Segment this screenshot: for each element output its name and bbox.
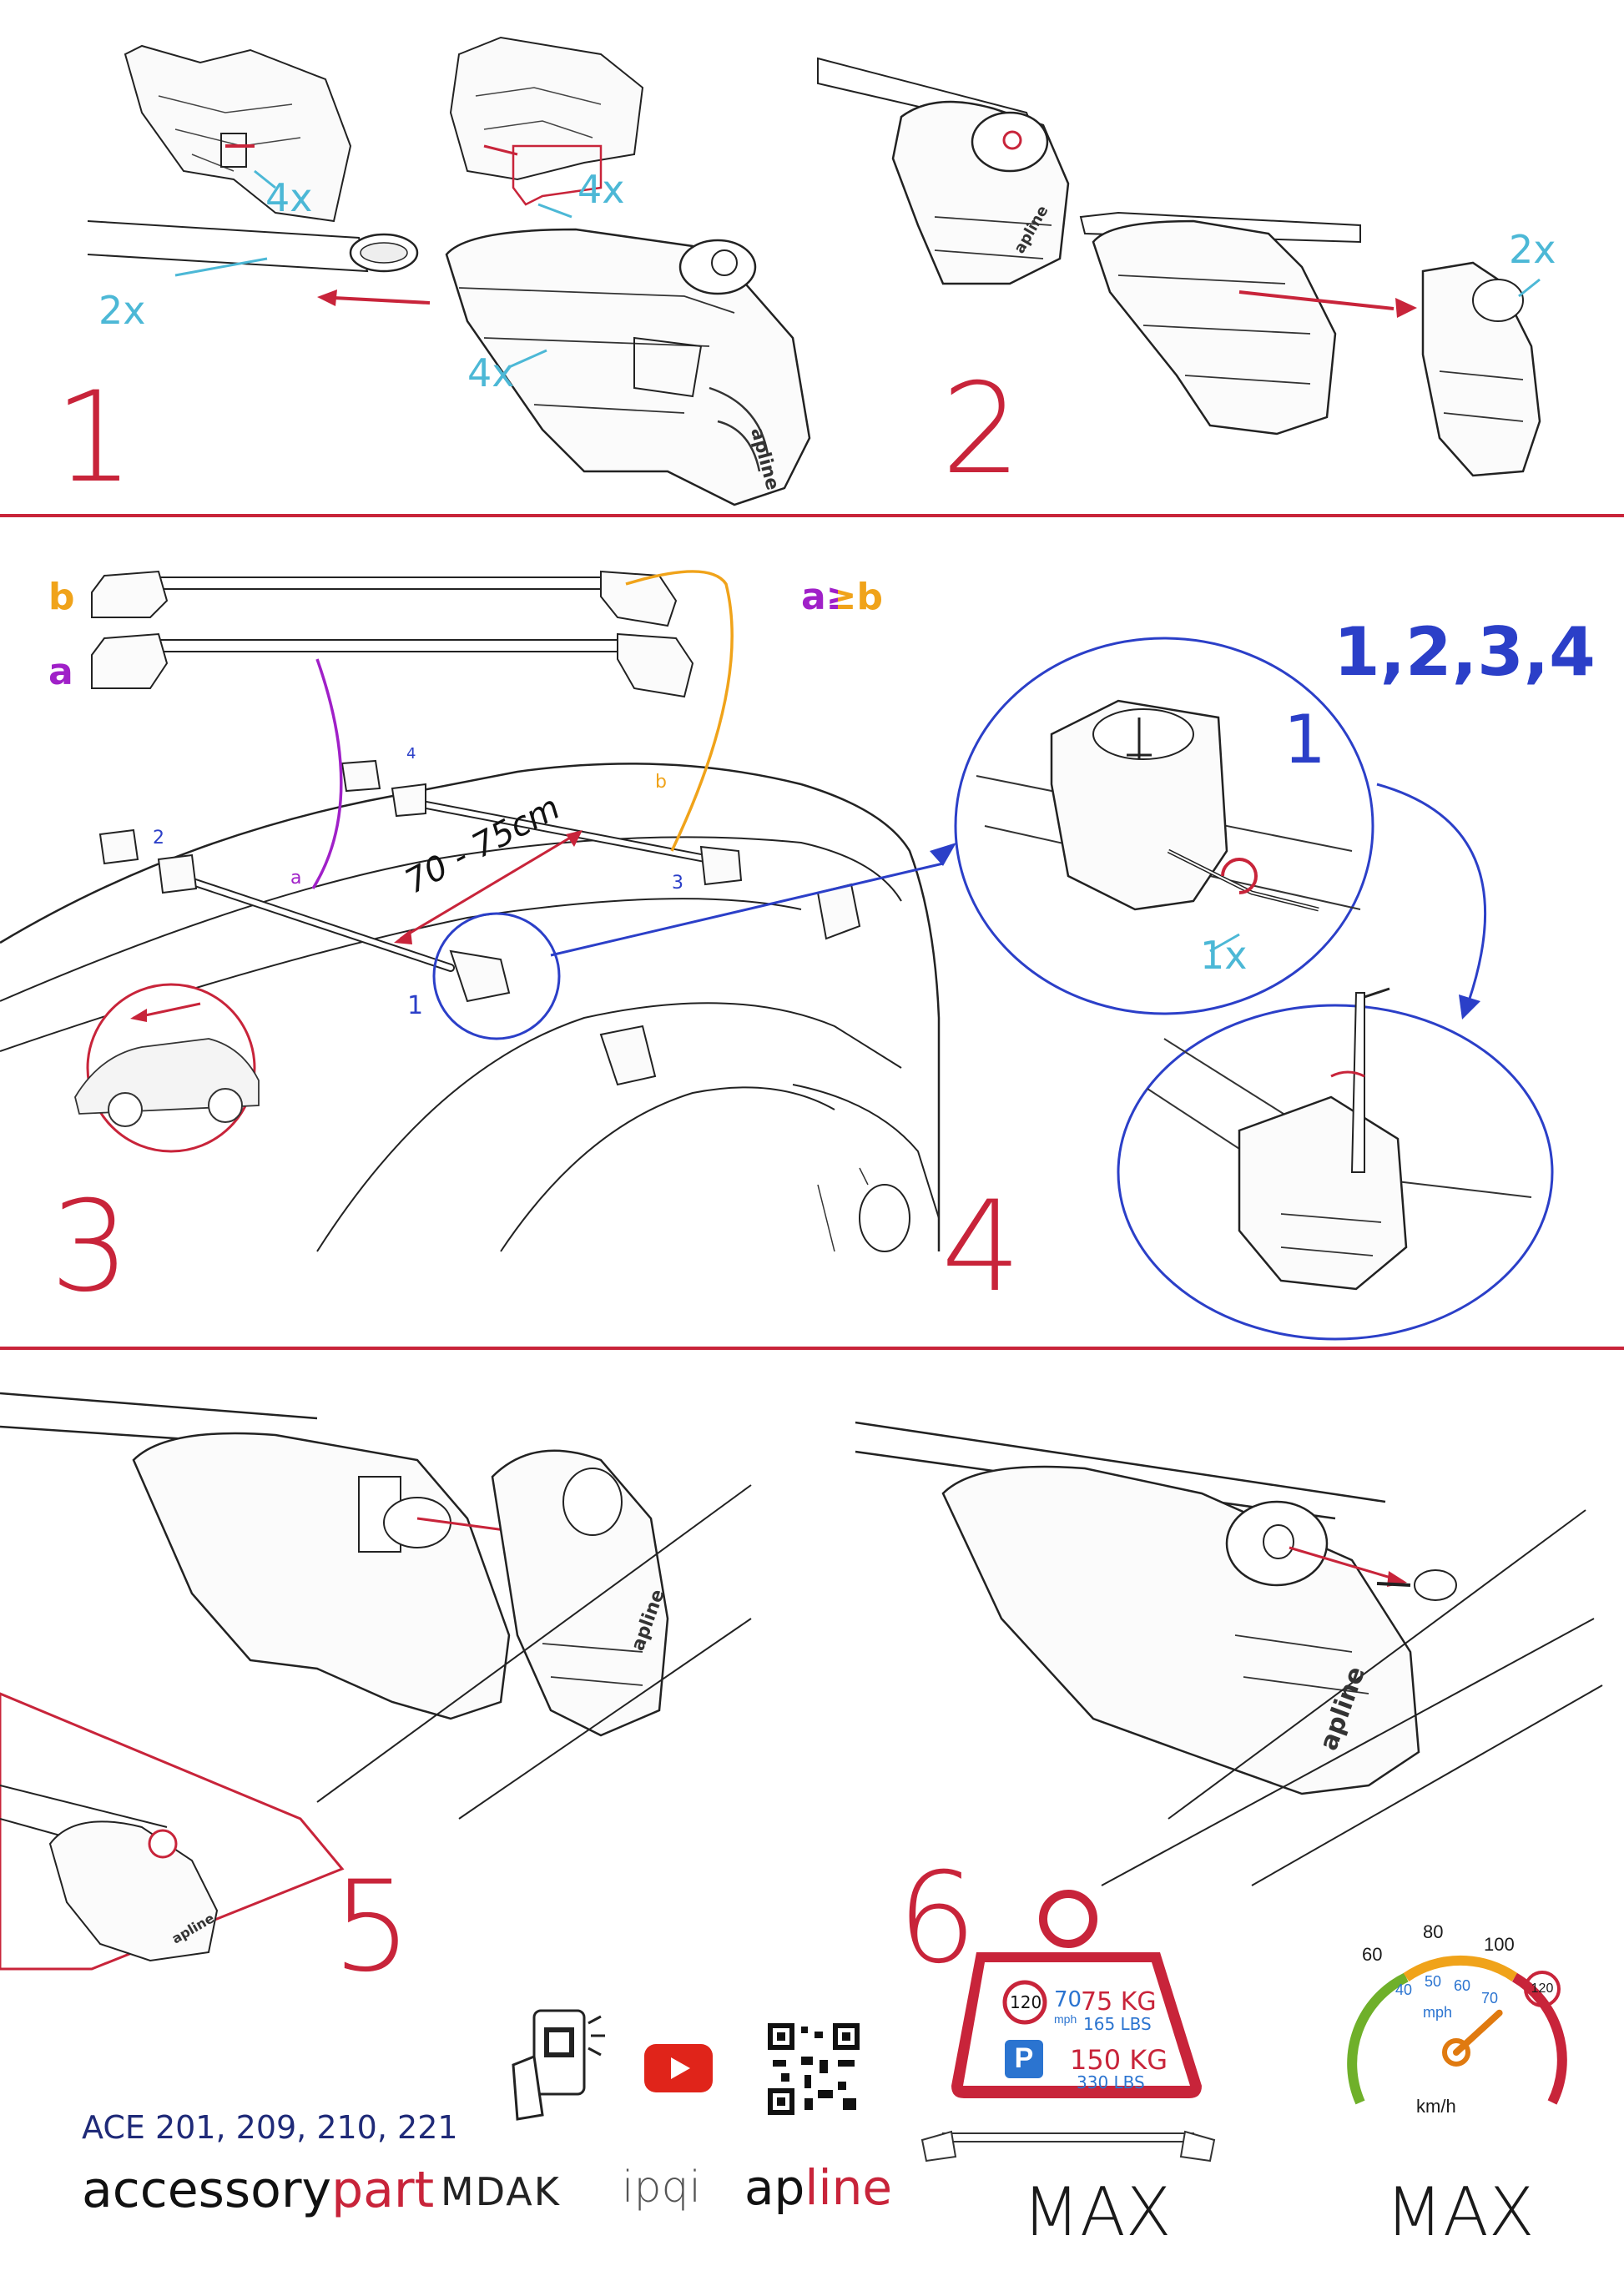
gauge-limit-sign: 120 xyxy=(1524,1971,1561,2007)
bar-label-a: a xyxy=(48,651,73,693)
gauge-kmh-60: 60 xyxy=(1362,1944,1383,1965)
step2-count-a: 2x xyxy=(1509,227,1556,272)
max-label-right: MAX xyxy=(1385,2173,1535,2251)
phone-scan-icon xyxy=(512,2009,605,2121)
static-load-lbs: 330 LBS xyxy=(1077,2072,1145,2092)
step1-foot-detail-right xyxy=(449,36,644,219)
blue-curve-arrow xyxy=(1376,783,1486,1020)
step1-foot-detail-left xyxy=(124,44,352,223)
speed-mph: 70 xyxy=(1054,1987,1082,2012)
step2-number: 2 xyxy=(941,357,1021,502)
rule-text: a≥b xyxy=(801,576,884,618)
step1-arrow xyxy=(317,290,431,306)
step2-end-cap xyxy=(1421,261,1541,477)
tool-count: 1x xyxy=(1200,933,1248,978)
rule-a-ge-b: a≥b xyxy=(801,576,883,618)
speed-limit-sign: 120 xyxy=(1010,1992,1042,2012)
step1-crossbar-end xyxy=(87,220,419,277)
load-weight-badge xyxy=(951,1890,1202,2098)
car-direction-inset xyxy=(74,983,260,1153)
section-divider-bottom xyxy=(0,1347,1624,1350)
position-2: 2 xyxy=(153,828,164,848)
dynamic-load-lbs: 165 LBS xyxy=(1083,2014,1152,2034)
arrow-blue-to-detail xyxy=(930,843,956,866)
detail-circle-top xyxy=(954,637,1374,1015)
step5-inset: apline xyxy=(0,1692,345,1971)
mdak-logo: MDAK xyxy=(441,2169,561,2214)
parking-icon: P xyxy=(1014,2042,1034,2074)
step1-count-d: 4x xyxy=(467,350,515,395)
gauge-kmh-100: 100 xyxy=(1484,1934,1515,1955)
roof-rack-icon xyxy=(920,2130,1216,2163)
step1-count-b: 4x xyxy=(577,167,625,212)
gauge-kmh-80: 80 xyxy=(1423,1921,1444,1942)
gauge-mph-70: 70 xyxy=(1481,1990,1499,2006)
small-label-b: b xyxy=(655,772,667,793)
step1-count-c: 2x xyxy=(98,288,146,333)
position-4: 4 xyxy=(406,745,416,763)
apline-logo: apline xyxy=(744,2159,892,2216)
section-divider-top xyxy=(0,514,1624,517)
apline-black: ap xyxy=(744,2159,805,2216)
qr-code-icon xyxy=(768,2023,860,2115)
detail-circle-bottom xyxy=(1117,987,1554,1341)
step5-number: 5 xyxy=(332,1855,412,2000)
step2-foot-top: apline xyxy=(817,57,1070,285)
step1-foot-assembly: apline xyxy=(445,228,811,506)
dynamic-load-kg: 75 KG xyxy=(1081,1987,1157,2017)
gauge-mph-50: 50 xyxy=(1425,1973,1442,1990)
position-1: 1 xyxy=(407,991,424,1020)
step6-number: 6 xyxy=(897,1846,977,1991)
car-roof-drawing xyxy=(0,570,944,1252)
max-label-left: MAX xyxy=(1022,2173,1172,2251)
sequence-order: 1,2,3,4 xyxy=(1334,613,1596,691)
step1-number: 1 xyxy=(54,365,134,511)
gauge-mph-40: 40 xyxy=(1395,1981,1413,1998)
detail-step-1: 1 xyxy=(1284,701,1326,778)
gauge-unit: km/h xyxy=(1416,2096,1456,2117)
gauge-mph-unit: mph xyxy=(1423,2004,1453,2021)
step2-arrow-head xyxy=(1395,298,1417,318)
small-label-a: a xyxy=(290,868,302,889)
model-list: ACE 201, 209, 210, 221 xyxy=(82,2109,458,2146)
crossbar-a xyxy=(91,632,694,698)
gauge-needle xyxy=(1453,2009,1503,2056)
apline-red: line xyxy=(804,2159,893,2216)
step4-number: 4 xyxy=(941,1175,1021,1320)
gauge-mph-60: 60 xyxy=(1454,1977,1471,1994)
step1-count-a: 4x xyxy=(265,175,313,220)
speed-mph-unit: mph xyxy=(1054,2012,1077,2026)
ipqi-logo: ipqi xyxy=(622,2163,701,2213)
step2-foot-bottom xyxy=(1079,211,1395,436)
step3-number: 3 xyxy=(50,1175,130,1320)
accessorypart-logo: accessorypart xyxy=(82,2161,434,2219)
step6-main-drawing: apline xyxy=(855,1421,1603,1886)
static-load-kg: 150 KG xyxy=(1070,2044,1168,2076)
step5-main-drawing: apline xyxy=(0,1392,752,1820)
accessorypart-red: part xyxy=(331,2161,435,2219)
bar-label-b: b xyxy=(48,576,75,618)
position-3: 3 xyxy=(672,873,683,894)
accessorypart-black: accessory xyxy=(82,2161,332,2219)
youtube-icon xyxy=(644,2044,713,2092)
